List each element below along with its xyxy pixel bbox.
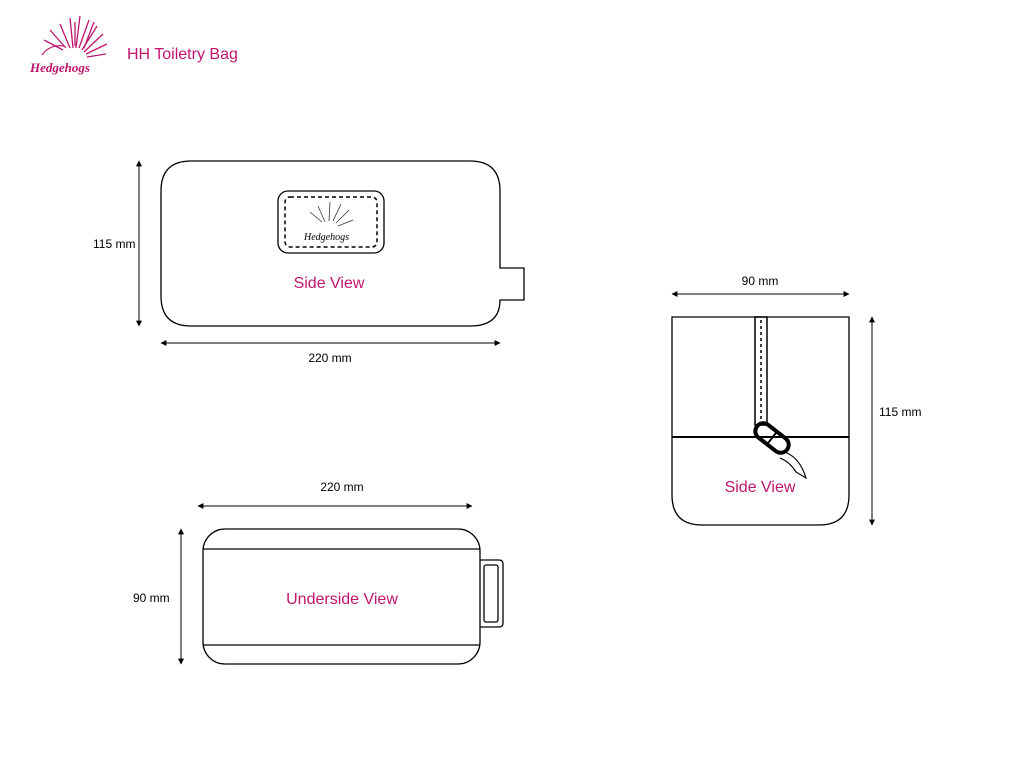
page-title: HH Toiletry Bag bbox=[127, 46, 238, 63]
tab-outline bbox=[480, 559, 504, 628]
patch-logo-text: Hedgehogs bbox=[303, 232, 349, 243]
logo-patch bbox=[277, 190, 385, 254]
height-dimension: 115 mm bbox=[93, 237, 135, 251]
hedgehogs-logo: Hedgehogs bbox=[29, 15, 108, 75]
width-dimension: 220 mm bbox=[308, 351, 351, 365]
bag-outline bbox=[160, 160, 525, 327]
side-view-long-label: Side View bbox=[294, 275, 365, 292]
underside-view-label: Underside View bbox=[286, 591, 398, 608]
patch-hedgehog-icon bbox=[309, 201, 354, 227]
logo-text: Hedgehogs bbox=[29, 60, 90, 75]
width-dimension: 220 mm bbox=[320, 480, 363, 494]
tab-inner bbox=[483, 564, 499, 623]
side-view-short bbox=[671, 316, 850, 526]
patch-stitching bbox=[284, 196, 378, 248]
bag-outline bbox=[202, 528, 481, 665]
side-view-long: Hedgehogs bbox=[160, 160, 525, 327]
height-dimension: 90 mm bbox=[133, 591, 170, 605]
zipper-pull-icon bbox=[753, 421, 791, 455]
underside-view bbox=[202, 528, 504, 665]
side-view-short-label: Side View bbox=[725, 479, 796, 496]
width-dimension: 90 mm bbox=[742, 274, 779, 288]
bag-outline bbox=[671, 316, 850, 526]
height-dimension: 115 mm bbox=[879, 405, 921, 419]
zipper-tab bbox=[779, 451, 808, 480]
